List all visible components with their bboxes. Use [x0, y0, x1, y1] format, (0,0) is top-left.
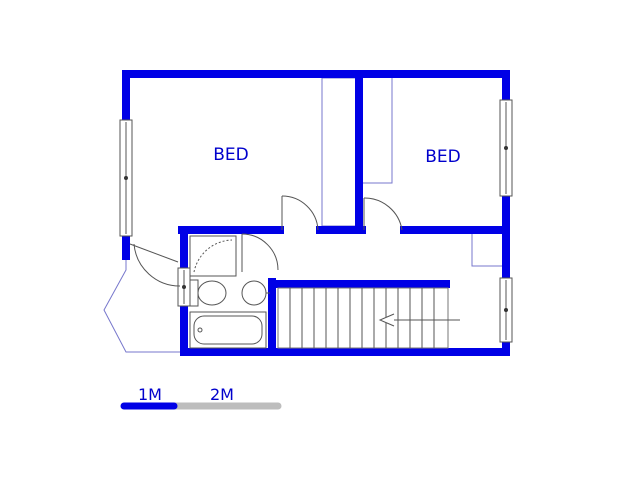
scale-label-1m: 1M — [138, 385, 162, 404]
doors — [129, 195, 403, 287]
scale-bar: 1M 2M — [120, 385, 282, 410]
landing-cupboard-outline — [471, 234, 504, 267]
bath — [189, 311, 267, 349]
staircase — [277, 287, 460, 349]
window-bedroom1 — [119, 119, 133, 237]
entrance-canopy-outline — [103, 256, 182, 353]
room-label-bed-1: BED — [213, 145, 249, 165]
door-bathroom — [241, 233, 279, 272]
door-bedroom1 — [281, 195, 319, 231]
window-bedroom2 — [499, 99, 513, 197]
wardrobe-outline — [321, 77, 357, 227]
door-bedroom2 — [363, 197, 403, 231]
room-label-bed-2: BED — [425, 147, 461, 167]
window-landing — [499, 277, 513, 343]
scale-label-2m: 2M — [210, 385, 234, 404]
window-bathroom — [177, 267, 191, 307]
shower-tray — [189, 235, 237, 277]
walls — [122, 70, 510, 356]
thin-outlines — [103, 77, 504, 353]
toilet — [189, 279, 227, 307]
cupboard-outline — [361, 78, 393, 184]
wash-basin — [241, 280, 270, 306]
door-outside — [129, 243, 181, 287]
